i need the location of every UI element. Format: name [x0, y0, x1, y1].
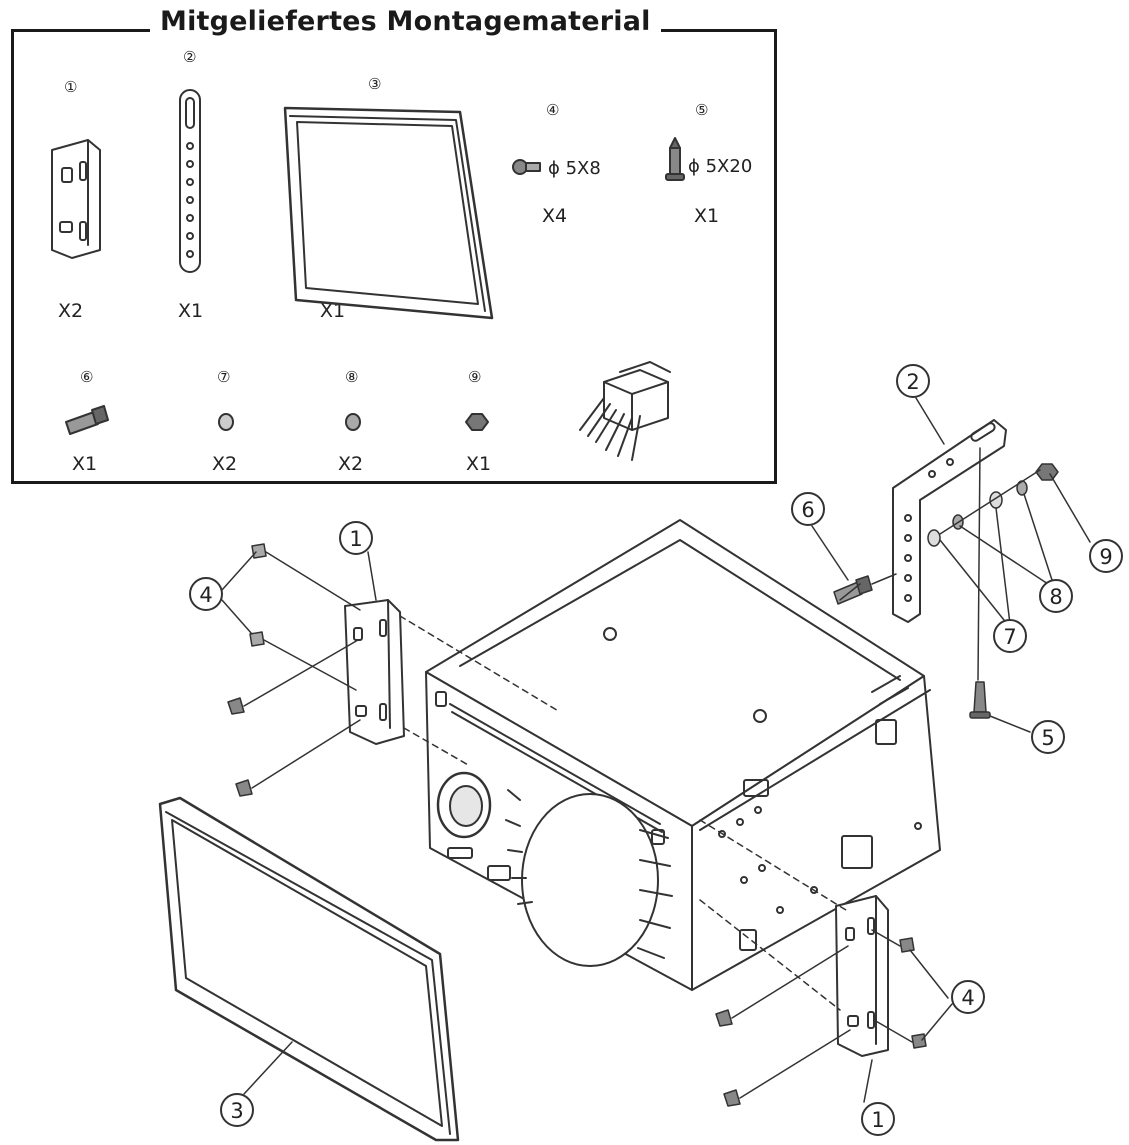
angled-strap [892, 419, 1007, 623]
kit-item4-number: ④ [546, 101, 560, 119]
kit-threaded-stud [65, 405, 109, 435]
callout-9: 9 [1099, 545, 1112, 569]
callout-1-right: 1 [871, 1108, 884, 1132]
kit-trim-frame [283, 106, 494, 320]
right-bracket [835, 895, 889, 1057]
kit-item9-number: ⑨ [468, 368, 482, 386]
callout-5: 5 [1041, 726, 1054, 750]
kit-nut [465, 413, 489, 431]
kit-item4-spec: ϕ 5X8 [548, 158, 601, 179]
callout-7: 7 [1003, 625, 1016, 649]
right-screws [715, 929, 927, 1107]
kit-item5-qty: X1 [694, 205, 720, 227]
callout-4-left: 4 [199, 583, 212, 607]
kit-item7-number: ⑦ [217, 368, 231, 386]
kit-item5-number: ⑤ [695, 101, 709, 119]
kit-perforated-strap [179, 89, 201, 273]
left-bracket [344, 599, 405, 745]
kit-item6-qty: X1 [72, 453, 98, 475]
kit-item5-spec: ϕ 5X20 [688, 156, 753, 177]
kit-item1-qty: X2 [58, 300, 84, 322]
callout-leaders [221, 397, 1091, 1103]
left-screws [227, 543, 361, 797]
head-unit [425, 519, 941, 991]
parts-box-title: Mitgeliefertes Montagematerial [150, 6, 661, 37]
assembly-trim-frame [158, 796, 460, 1142]
callout-6: 6 [801, 498, 814, 522]
kit-item6-number: ⑥ [80, 368, 94, 386]
kit-wiring-connector [579, 361, 671, 461]
callout-4-right: 4 [961, 986, 974, 1010]
callout-1-left: 1 [349, 527, 362, 551]
kit-item3-number: ③ [368, 75, 382, 93]
kit-item1-number: ① [64, 78, 78, 96]
callout-3: 3 [230, 1099, 243, 1123]
kit-item4-qty: X4 [542, 205, 568, 227]
kit-item9-qty: X1 [466, 453, 492, 475]
alignment-lines [399, 615, 847, 1011]
kit-item8-number: ⑧ [345, 368, 359, 386]
kit-item7-qty: X2 [212, 453, 238, 475]
callout-2: 2 [906, 370, 919, 394]
stud-assembly [833, 447, 1059, 719]
kit-item2-qty: X1 [178, 300, 204, 322]
callout-circles [189, 364, 1123, 1136]
callout-8: 8 [1049, 585, 1062, 609]
kit-small-bolt [512, 159, 541, 175]
kit-washer [218, 413, 234, 431]
kit-item3-qty: X1 [320, 300, 346, 322]
kit-item8-qty: X2 [338, 453, 364, 475]
kit-side-bracket [51, 139, 101, 259]
callout-numbers: 1 4 3 1 4 5 6 2 7 8 9 [199, 370, 1112, 1132]
kit-long-screw [665, 137, 685, 181]
kit-item2-number: ② [183, 48, 197, 66]
kit-lock-washer [345, 413, 361, 431]
